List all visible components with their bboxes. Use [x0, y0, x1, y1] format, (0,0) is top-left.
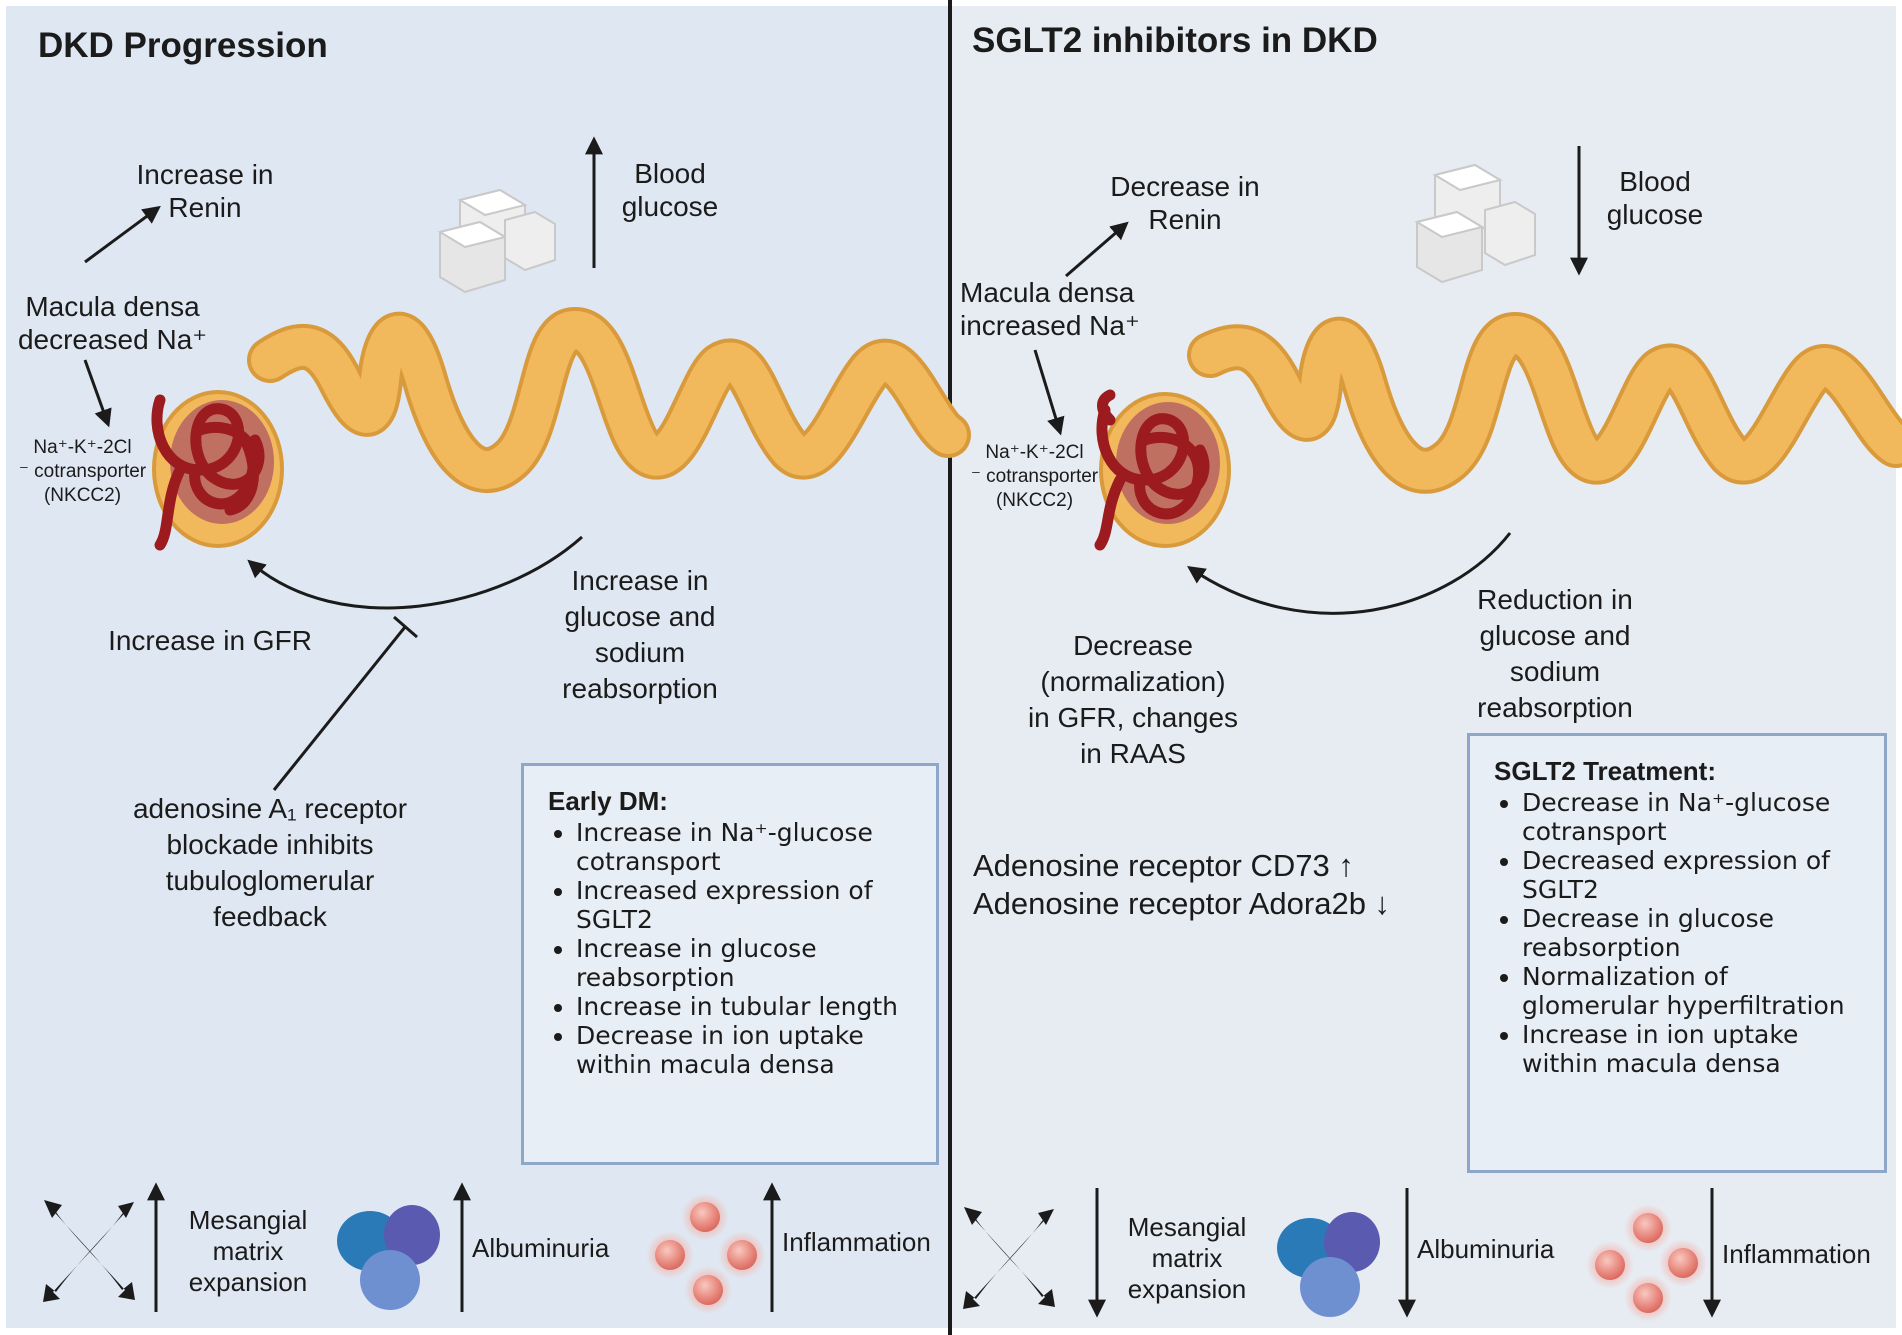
right-macula-arrow — [1033, 349, 1065, 436]
right-sglt2-treatment-box: SGLT2 Treatment: Decrease in Na⁺-glucose… — [1467, 733, 1887, 1173]
right-adenosine-cd73: Adenosine receptor CD73 ↑ — [973, 848, 1354, 883]
right-gfr-label: Decrease (normalization) in GFR, changes… — [1027, 630, 1239, 769]
left-box-list: Increase in Na⁺-glucose cotransport Incr… — [548, 818, 920, 1079]
left-kidney-nephron — [151, 306, 971, 551]
left-box-item: Increase in Na⁺-glucose cotransport — [576, 818, 920, 876]
right-inflammation-cells — [1586, 1204, 1707, 1322]
right-box-list: Decrease in Na⁺-glucose cotransport Decr… — [1494, 788, 1868, 1078]
right-sugar-cubes — [1414, 163, 1536, 284]
right-nkcc2-label: Na⁺-K⁺-2Cl ⁻ cotransporter (NKCC2) — [970, 442, 1099, 511]
left-inhibition-line — [272, 615, 418, 791]
left-gfr-label: Increase in GFR — [108, 625, 312, 656]
left-early-dm-box: Early DM: Increase in Na⁺-glucose cotran… — [521, 763, 939, 1165]
left-protein-icon — [337, 1205, 440, 1310]
left-box-item: Increase in tubular length — [576, 992, 920, 1021]
left-mesangial-label: Mesangial matrix expansion — [188, 1205, 308, 1297]
left-box-item: Decrease in ion uptake within macula den… — [576, 1021, 920, 1079]
right-inflammation-label: Inflammation — [1722, 1239, 1871, 1269]
left-matrix-icon — [43, 1200, 135, 1302]
right-adenosine-adora2b: Adenosine receptor Adora2b ↓ — [973, 886, 1391, 921]
right-box-item: Increase in ion uptake within macula den… — [1522, 1020, 1868, 1078]
right-albuminuria-label: Albuminuria — [1417, 1234, 1555, 1264]
right-macula-densa-label: Macula densa increased Na⁺ — [960, 277, 1140, 341]
left-box-item: Increase in glucose reabsorption — [576, 934, 920, 992]
right-renin-label: Decrease in Renin — [1110, 171, 1260, 235]
right-reabsorption-label: Reduction in glucose and sodium reabsorp… — [1477, 584, 1633, 723]
right-renin-arrow — [1065, 221, 1129, 278]
left-inflammation-label: Inflammation — [782, 1227, 931, 1257]
right-glomerulus — [1094, 389, 1210, 551]
right-matrix-icon — [963, 1207, 1055, 1309]
left-albuminuria-label: Albuminuria — [472, 1233, 610, 1263]
right-box-item: Decreased expression of SGLT2 — [1522, 846, 1868, 904]
left-glomerulus — [151, 394, 265, 551]
right-kidney-nephron — [1094, 311, 1902, 551]
left-adenosine-label: adenosine A₁ receptor blockade inhibits … — [132, 793, 408, 932]
left-box-item: Increased expression of SGLT2 — [576, 876, 920, 934]
right-protein-icon — [1277, 1212, 1380, 1317]
right-blood-glucose-label: Blood glucose — [1606, 166, 1704, 230]
left-reabsorption-label: Increase in glucose and sodium reabsorpt… — [562, 565, 718, 704]
right-box-item: Normalization of glomerular hyperfiltrat… — [1522, 962, 1868, 1020]
left-blood-glucose-label: Blood glucose — [621, 158, 719, 222]
left-renin-label: Increase in Renin — [136, 159, 274, 223]
left-gfr-feedback-arrow — [247, 535, 583, 610]
left-box-title: Early DM: — [548, 786, 668, 816]
right-box-title: SGLT2 Treatment: — [1494, 756, 1717, 786]
right-box-item: Decrease in Na⁺-glucose cotransport — [1522, 788, 1868, 846]
right-mesangial-label: Mesangial matrix expansion — [1127, 1212, 1247, 1304]
left-sugar-cubes — [437, 188, 556, 294]
left-macula-arrow — [83, 359, 112, 428]
right-gfr-feedback-arrow — [1187, 532, 1512, 615]
right-panel-title: SGLT2 inhibitors in DKD — [972, 21, 1378, 60]
left-nkcc2-label: Na⁺-K⁺-2Cl ⁻ cotransporter (NKCC2) — [18, 437, 147, 506]
left-inflammation-cells — [646, 1193, 766, 1314]
right-box-item: Decrease in glucose reabsorption — [1522, 904, 1868, 962]
panel-divider — [948, 0, 952, 1335]
left-tubule — [251, 310, 967, 489]
left-macula-densa-label: Macula densa decreased Na⁺ — [17, 291, 208, 355]
left-renin-arrow — [84, 205, 161, 264]
right-tubule — [1191, 315, 1902, 490]
left-panel-title: DKD Progression — [38, 26, 328, 65]
